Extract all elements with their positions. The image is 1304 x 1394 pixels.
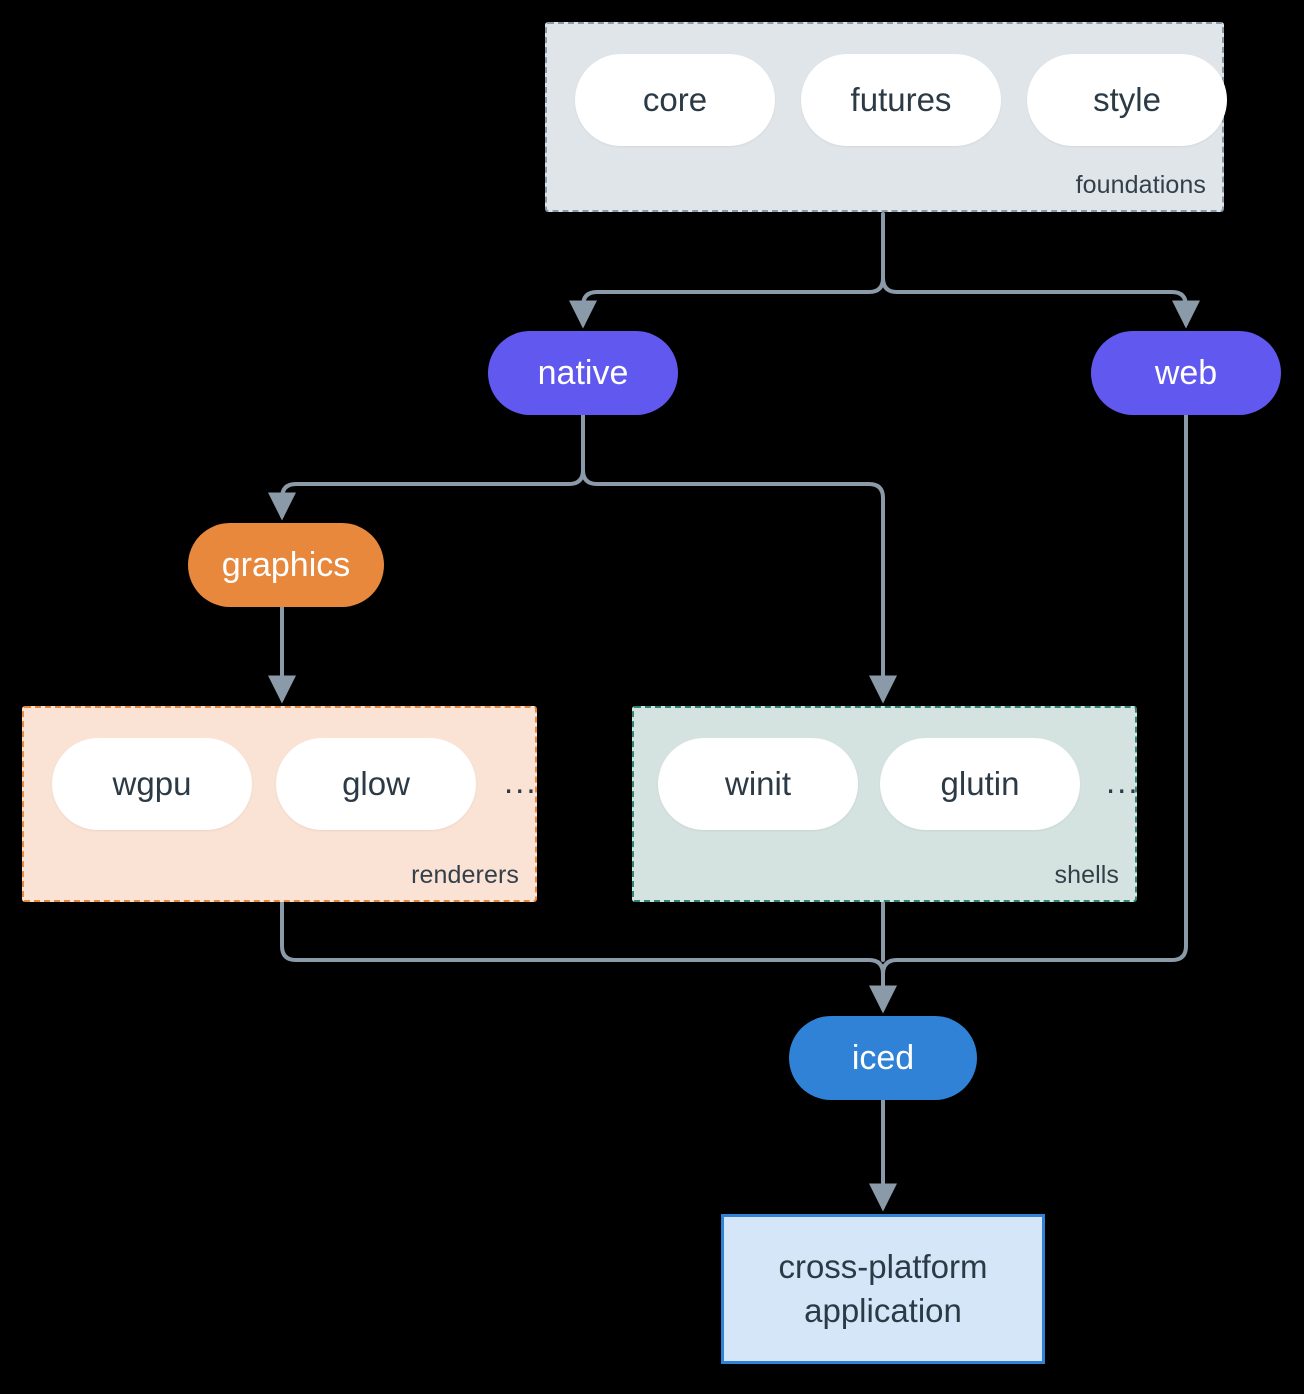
group-renderers: wgpu glow ... renderers bbox=[22, 706, 537, 902]
group-label-foundations: foundations bbox=[1075, 171, 1206, 199]
group-label-shells: shells bbox=[1054, 861, 1119, 889]
application-label-line1: cross-platform bbox=[778, 1248, 988, 1286]
node-native-label: native bbox=[537, 353, 629, 392]
node-web-label: web bbox=[1154, 353, 1218, 392]
node-native[interactable]: native bbox=[488, 331, 678, 415]
chip-core[interactable]: core bbox=[575, 54, 775, 146]
chip-winit[interactable]: winit bbox=[658, 738, 858, 830]
shells-chip-list: winit glutin ... bbox=[658, 738, 1140, 830]
group-label-renderers: renderers bbox=[411, 861, 519, 889]
shells-ellipsis: ... bbox=[1106, 762, 1140, 800]
chip-wgpu[interactable]: wgpu bbox=[52, 738, 252, 830]
node-graphics-label: graphics bbox=[221, 545, 351, 584]
group-foundations: core futures style foundations bbox=[545, 22, 1227, 212]
chip-futures[interactable]: futures bbox=[801, 54, 1001, 146]
group-shells: winit glutin ... shells bbox=[632, 706, 1140, 902]
foundations-chip-list: core futures style bbox=[575, 54, 1227, 146]
application-label-line2: application bbox=[804, 1292, 962, 1329]
node-iced-label: iced bbox=[851, 1038, 915, 1077]
node-iced[interactable]: iced bbox=[789, 1016, 977, 1100]
node-web[interactable]: web bbox=[1091, 331, 1281, 415]
renderers-chip-list: wgpu glow ... bbox=[52, 738, 538, 830]
node-cross-platform-application[interactable]: cross-platform application bbox=[721, 1214, 1045, 1364]
chip-style[interactable]: style bbox=[1027, 54, 1227, 146]
edge-native-graphics bbox=[268, 413, 585, 521]
edge-foundations-native bbox=[569, 212, 885, 329]
edge-foundations-web bbox=[881, 276, 1200, 329]
renderers-ellipsis: ... bbox=[504, 762, 538, 800]
node-graphics[interactable]: graphics bbox=[188, 523, 384, 607]
edge-renderers-iced bbox=[280, 901, 897, 1014]
chip-glutin[interactable]: glutin bbox=[880, 738, 1080, 830]
edge-native-shells bbox=[581, 468, 897, 704]
chip-glow[interactable]: glow bbox=[276, 738, 476, 830]
